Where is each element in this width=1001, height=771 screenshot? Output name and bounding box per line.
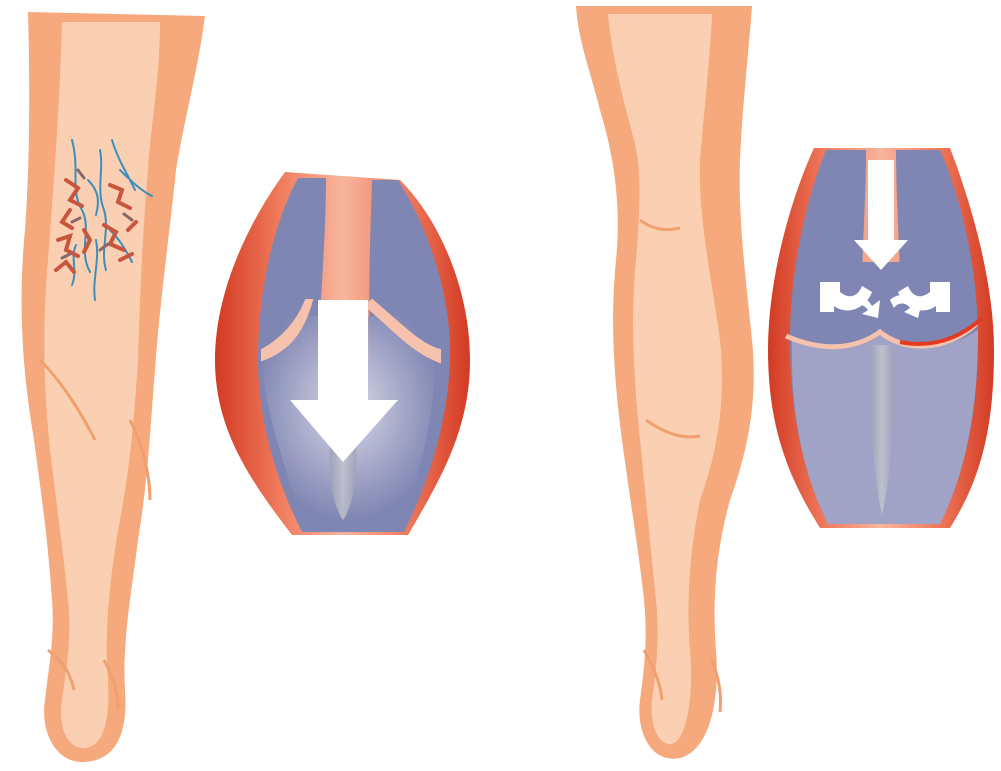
left-leg: [22, 12, 205, 762]
right-valve: [768, 148, 994, 528]
right-leg: [576, 6, 754, 759]
left-valve: [215, 172, 470, 535]
